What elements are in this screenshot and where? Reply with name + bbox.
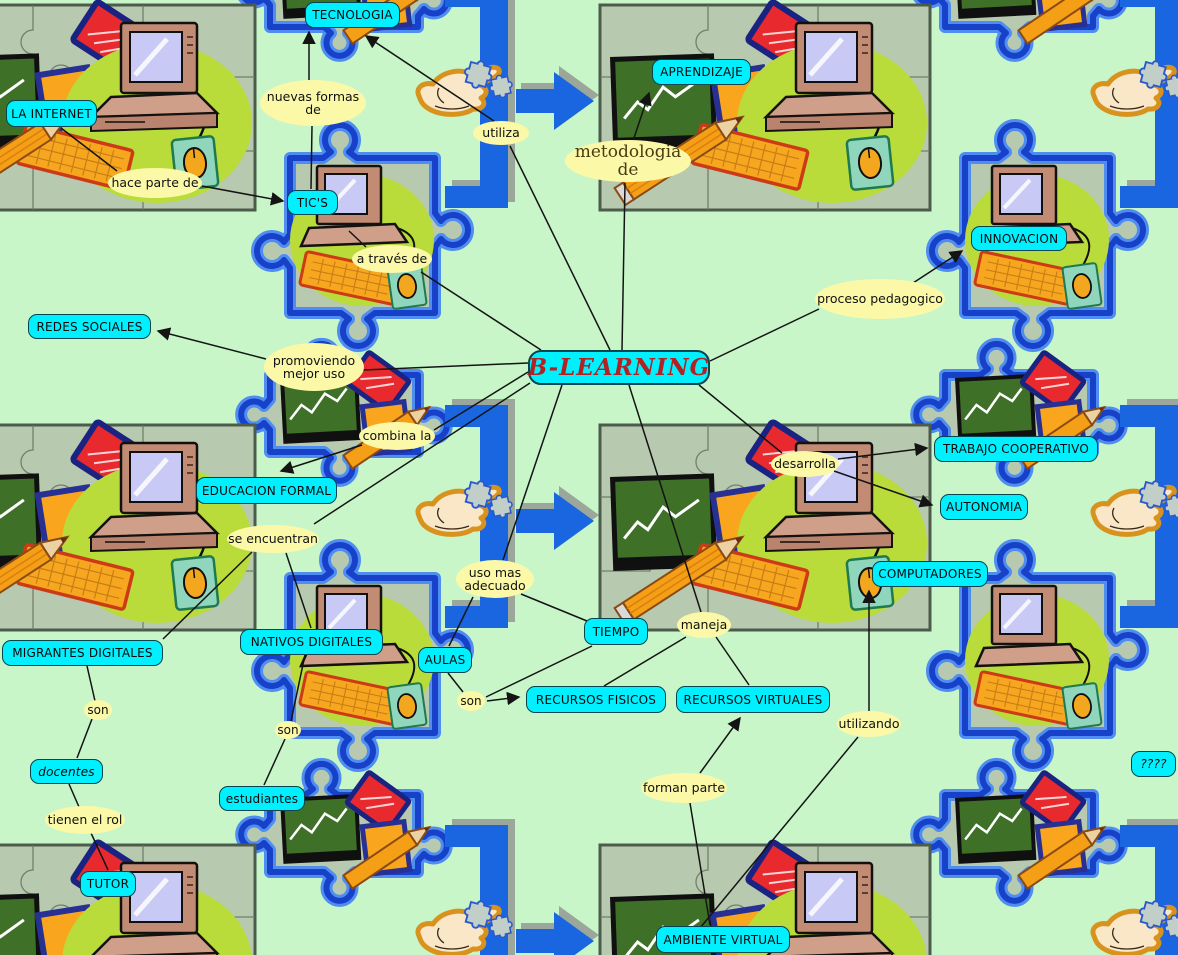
edge-line [313,382,531,525]
edge-line [448,596,474,647]
concept-node-educacion-formal[interactable]: EDUCACION FORMAL [196,477,337,504]
puzzle-piece-chalkboard-icon [916,0,1122,56]
edge-line [509,145,611,351]
edge-line [502,384,563,561]
concept-node-nativos-digitales[interactable]: NATIVOS DIGITALES [240,629,383,655]
edge-line [290,654,306,722]
concept-node-tiempo[interactable]: TIEMPO [584,618,648,645]
concept-node-ambiente-virtual[interactable]: AMBIENTE VIRTUAL [656,926,790,953]
edge-line [156,327,267,360]
linking-phrase-tienen-el-rol[interactable]: tienen el rol [45,806,125,834]
edge-line [68,783,80,808]
concept-node-recursos-virtuales[interactable]: RECURSOS VIRTUALES [676,686,830,713]
linking-phrase-hace-parte-de[interactable]: hace parte de [108,168,202,198]
edge-line [837,442,929,460]
concept-node-computadores[interactable]: COMPUTADORES [872,561,988,587]
edge-line [263,738,286,786]
puzzle-piece-computer-icon [257,125,468,346]
linking-phrase-metodologia-de[interactable]: metodologia de [565,140,691,182]
puzzle-piece-chalkboard-icon [916,764,1122,901]
edge-line [433,371,529,431]
linking-phrase-combina-la[interactable]: combina la [359,422,435,450]
edge-line [201,185,285,206]
edge-line [603,636,687,687]
edge-line [689,802,711,926]
edge-line [632,91,652,142]
linking-phrase-son-migrantes[interactable]: son [84,700,112,720]
edge-line [447,672,464,693]
edge-line [310,125,313,190]
linking-phrase-son-aulas[interactable]: son [457,691,485,711]
computer-collage-art [0,841,255,955]
edge-line [699,736,859,929]
concept-node-docentes[interactable]: docentes [30,759,103,784]
edge-line [699,716,741,774]
edge-line [86,665,96,702]
computer-collage-art [0,421,255,630]
edge-line [285,552,312,629]
linking-phrase-son-nativos[interactable]: son [275,721,301,739]
linking-phrase-utilizando[interactable]: utilizando [837,711,901,737]
edge-line [833,470,934,508]
linking-phrase-maneja[interactable]: maneja [677,612,731,638]
linking-phrase-promoviendo-mejor-uso[interactable]: promoviendo mejor uso [264,343,364,391]
concept-node-tecnologia[interactable]: TECNOLOGIA [305,2,400,28]
concept-node-la-internet[interactable]: LA INTERNET [6,100,97,127]
concept-node-tics[interactable]: TIC'S [287,190,338,215]
linking-phrase-nuevas-formas-de[interactable]: nuevas formas de [260,80,366,126]
edge-line [698,384,783,454]
edge-line [485,645,593,698]
edge-line [520,593,588,622]
edge-line [912,250,964,284]
linking-phrase-a-traves-de[interactable]: a través de [352,245,432,273]
concept-node-recursos-fisicos[interactable]: RECURSOS FISICOS [526,686,666,713]
edge-layer [60,30,964,929]
edge-line [90,832,109,871]
blue-arrow-icon [516,66,599,130]
edge-line [621,182,626,351]
concept-node-migrantes-digitales[interactable]: MIGRANTES DIGITALES [2,640,163,666]
edge-line [628,384,702,613]
linking-phrase-se-encuentran[interactable]: se encuentran [227,525,319,553]
concept-node-tutor[interactable]: TUTOR [80,871,136,897]
edge-line [60,127,118,172]
concept-node-innovacion[interactable]: INNOVACION [971,226,1067,251]
concept-node-aulas[interactable]: AULAS [418,647,472,673]
edge-line [362,362,529,371]
concept-node-trabajo-cooperativo[interactable]: TRABAJO COOPERATIVO [934,436,1098,462]
blue-arrow-icon [516,906,599,955]
edge-line [709,308,820,362]
linking-phrase-proceso-pedagogico[interactable]: proceso pedagogico [815,279,945,319]
edge-line [348,230,367,248]
concept-node-estudiantes[interactable]: estudiantes [219,786,305,811]
linking-phrase-uso-mas-adecuado[interactable]: uso mas adecuado [456,560,534,598]
concept-node-autonomia[interactable]: AUTONOMIA [940,494,1028,520]
edge-line [162,551,253,640]
linking-phrase-utiliza[interactable]: utiliza [473,121,529,145]
concept-node-unknown[interactable]: ???? [1131,751,1176,777]
concept-node-aprendizaje[interactable]: APRENDIZAJE [652,59,751,85]
concept-node-b-learning[interactable]: B-LEARNING [528,350,710,385]
puzzle-piece-chalkboard-icon [241,764,447,901]
edge-line [279,444,363,474]
linking-phrase-forman-parte[interactable]: forman parte [641,773,727,803]
computer-collage-art [600,421,930,630]
linking-phrase-desarrolla[interactable]: desarrolla [771,451,839,477]
edge-line [76,718,93,759]
blue-arrow-icon [516,486,599,550]
edge-line [486,691,521,706]
edge-line [364,35,495,122]
edge-line [715,636,750,686]
concept-node-redes-sociales[interactable]: REDES SOCIALES [28,314,151,339]
edge-line [420,271,542,351]
